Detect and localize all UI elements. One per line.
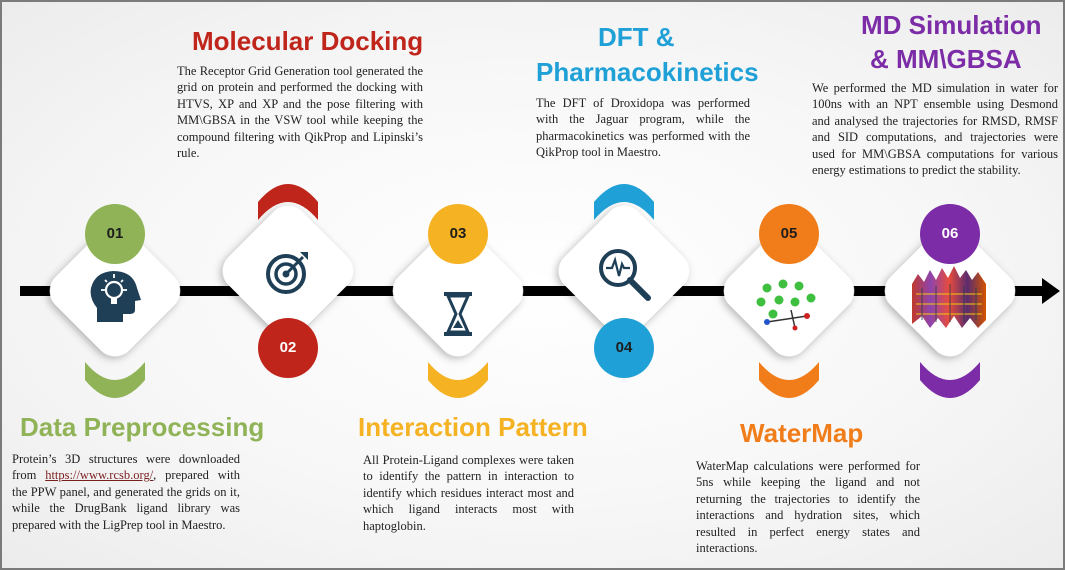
- step-06-node: [884, 204, 1016, 398]
- step-03-node: [392, 204, 524, 398]
- step-05-node: [723, 204, 855, 398]
- magnifier-pulse-icon: [599, 249, 651, 301]
- step-04-title-line2: Pharmacokinetics: [536, 57, 759, 87]
- step-04-title-line1: DFT &: [598, 22, 675, 52]
- step-03-description: All Protein-Ligand complexes were taken …: [363, 453, 574, 533]
- step-02-title: Molecular Docking: [192, 26, 424, 56]
- step-05-description: WaterMap calculations were performed for…: [696, 459, 920, 556]
- step-05-badge: [759, 204, 819, 264]
- step-05-chevron-bottom: [759, 362, 819, 398]
- step-06-number: 06: [941, 225, 959, 242]
- step-01-chevron-bottom: [85, 362, 145, 398]
- step-03-chevron-bottom: [428, 362, 488, 398]
- step-01-number: 01: [106, 225, 124, 242]
- step-01-node: [49, 204, 181, 398]
- step-02-description: The Receptor Grid Generation tool genera…: [177, 64, 423, 161]
- step-05-diamond: [723, 225, 855, 357]
- step-04-number: 04: [615, 339, 633, 356]
- water-molecules-icon: [756, 279, 816, 331]
- step-03-title: Interaction Pattern: [358, 412, 588, 442]
- heatmap-icon: [912, 266, 986, 328]
- step-02-badge: [258, 318, 318, 378]
- step-04-diamond: [558, 205, 690, 337]
- step-02-node: [222, 184, 354, 378]
- step-06-badge: [920, 204, 980, 264]
- step-02-chevron-top: [258, 184, 318, 220]
- step-03-number: 03: [449, 225, 467, 242]
- step-04-chevron-top: [594, 184, 654, 220]
- step-01-description: Protein’s 3D structures were downloaded …: [12, 451, 240, 533]
- timeline-line: [20, 286, 1045, 296]
- step-04-node: [558, 184, 690, 378]
- step-05-title: WaterMap: [740, 418, 864, 448]
- step-03-diamond: [392, 225, 524, 357]
- step-04-description: The DFT of Droxidopa was performed with …: [536, 96, 750, 160]
- step-01-description-post: , prepared with the PPW panel, and gener…: [12, 468, 240, 532]
- step-06-description: We performed the MD simulation in water …: [812, 81, 1058, 178]
- hourglass-icon: [444, 292, 472, 336]
- step-06-chevron-bottom: [920, 362, 980, 398]
- step-03-badge: [428, 204, 488, 264]
- timeline-arrowhead: [1042, 278, 1060, 304]
- step-04-badge: [594, 318, 654, 378]
- head-lightbulb-icon: [90, 271, 141, 322]
- rcsb-link[interactable]: https://www.rcsb.org/: [45, 468, 154, 483]
- step-01-description-pre: Protein’s 3D structures were downloaded …: [12, 452, 240, 483]
- step-01-title: Data Preprocessing: [20, 412, 265, 442]
- step-01-badge: [85, 204, 145, 264]
- step-02-number: 02: [279, 339, 297, 356]
- step-06-title-line2: & MM\GBSA: [870, 44, 1022, 74]
- target-icon: [266, 252, 308, 294]
- step-05-number: 05: [780, 225, 798, 242]
- step-06-title-line1: MD Simulation: [861, 10, 1042, 40]
